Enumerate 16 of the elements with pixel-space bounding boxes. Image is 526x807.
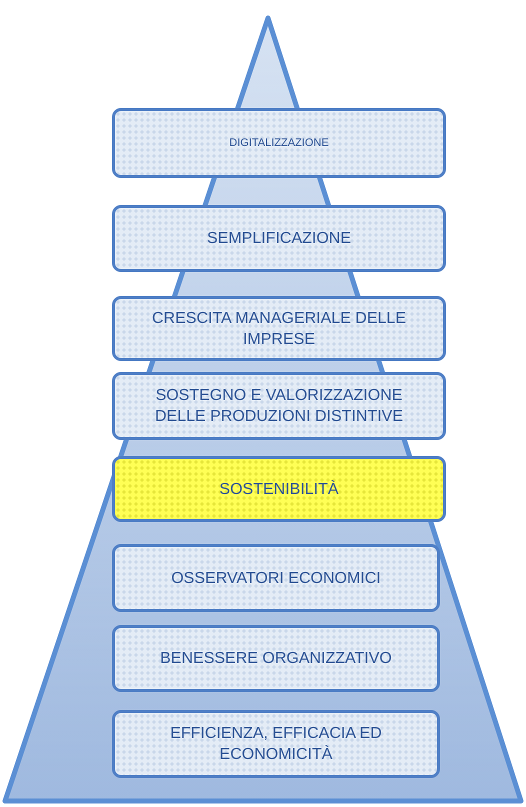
level-box (112, 710, 440, 778)
level-box (112, 296, 446, 361)
level-box (112, 205, 446, 272)
level-box (112, 456, 446, 522)
level-label: SOSTEGNO E VALORIZZAZIONE DELLE PRODUZIONI DISTINTIVE (154, 386, 404, 427)
level-label: CRESCITA MANAGERIALE DELLE IMPRESE (151, 308, 407, 350)
level-box (112, 372, 446, 440)
level-label: BENESSERE ORGANIZZATIVO (159, 649, 393, 669)
level-label: EFFICIENZA, EFFICACIA ED ECONOMICITÀ (169, 724, 383, 765)
level-label: SOSTENIBILITÀ (218, 479, 340, 500)
level-label: SEMPLIFICAZIONE (206, 229, 352, 249)
level-box (112, 108, 446, 178)
level-label: DIGITALIZZAZIONE (228, 136, 330, 150)
level-box (112, 544, 440, 612)
level-box (112, 625, 440, 692)
level-label: OSSERVATORI ECONOMICI (170, 568, 382, 588)
